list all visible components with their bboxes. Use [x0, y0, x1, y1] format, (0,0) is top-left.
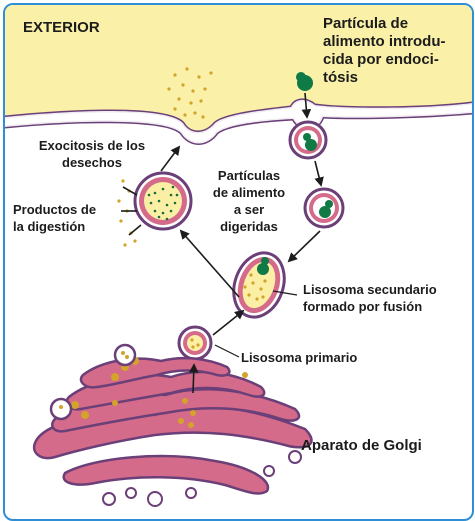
diagram-frame: EXTERIOR Partícula de alimento introdu- …	[3, 3, 474, 521]
exocytosis-dots	[167, 67, 213, 119]
lysosome-diagram	[5, 5, 472, 507]
secondary-lysosome	[232, 251, 286, 319]
golgi-apparatus	[32, 343, 313, 507]
secondary-lysosome-label: Lisosoma secundario formado por fusión	[303, 282, 437, 314]
primary-lysosome	[177, 325, 213, 361]
endocytic-vesicle-1	[288, 120, 328, 160]
primary-lysosome-label: Lisosoma primario	[241, 350, 358, 365]
golgi-label: Aparato de Golgi	[301, 437, 422, 454]
endocytic-vesicle-2	[303, 187, 345, 229]
membrane-band	[5, 99, 472, 144]
food-particles-label: Partículas de alimento a ser digeridas	[212, 168, 286, 234]
digestion-products-label: Productos de la digestión	[13, 202, 97, 234]
endocytosis-label: Partícula de alimento introdu- cida por …	[323, 15, 446, 86]
label-pointers	[214, 290, 298, 358]
flow-arrows	[121, 92, 324, 394]
digestion-vesicle	[133, 171, 193, 231]
exterior-label: EXTERIOR	[23, 19, 100, 36]
exterior-food-particle	[296, 72, 313, 91]
exterior-region	[5, 5, 472, 132]
exocytosis-label: Exocitosis de los desechos	[38, 138, 146, 170]
